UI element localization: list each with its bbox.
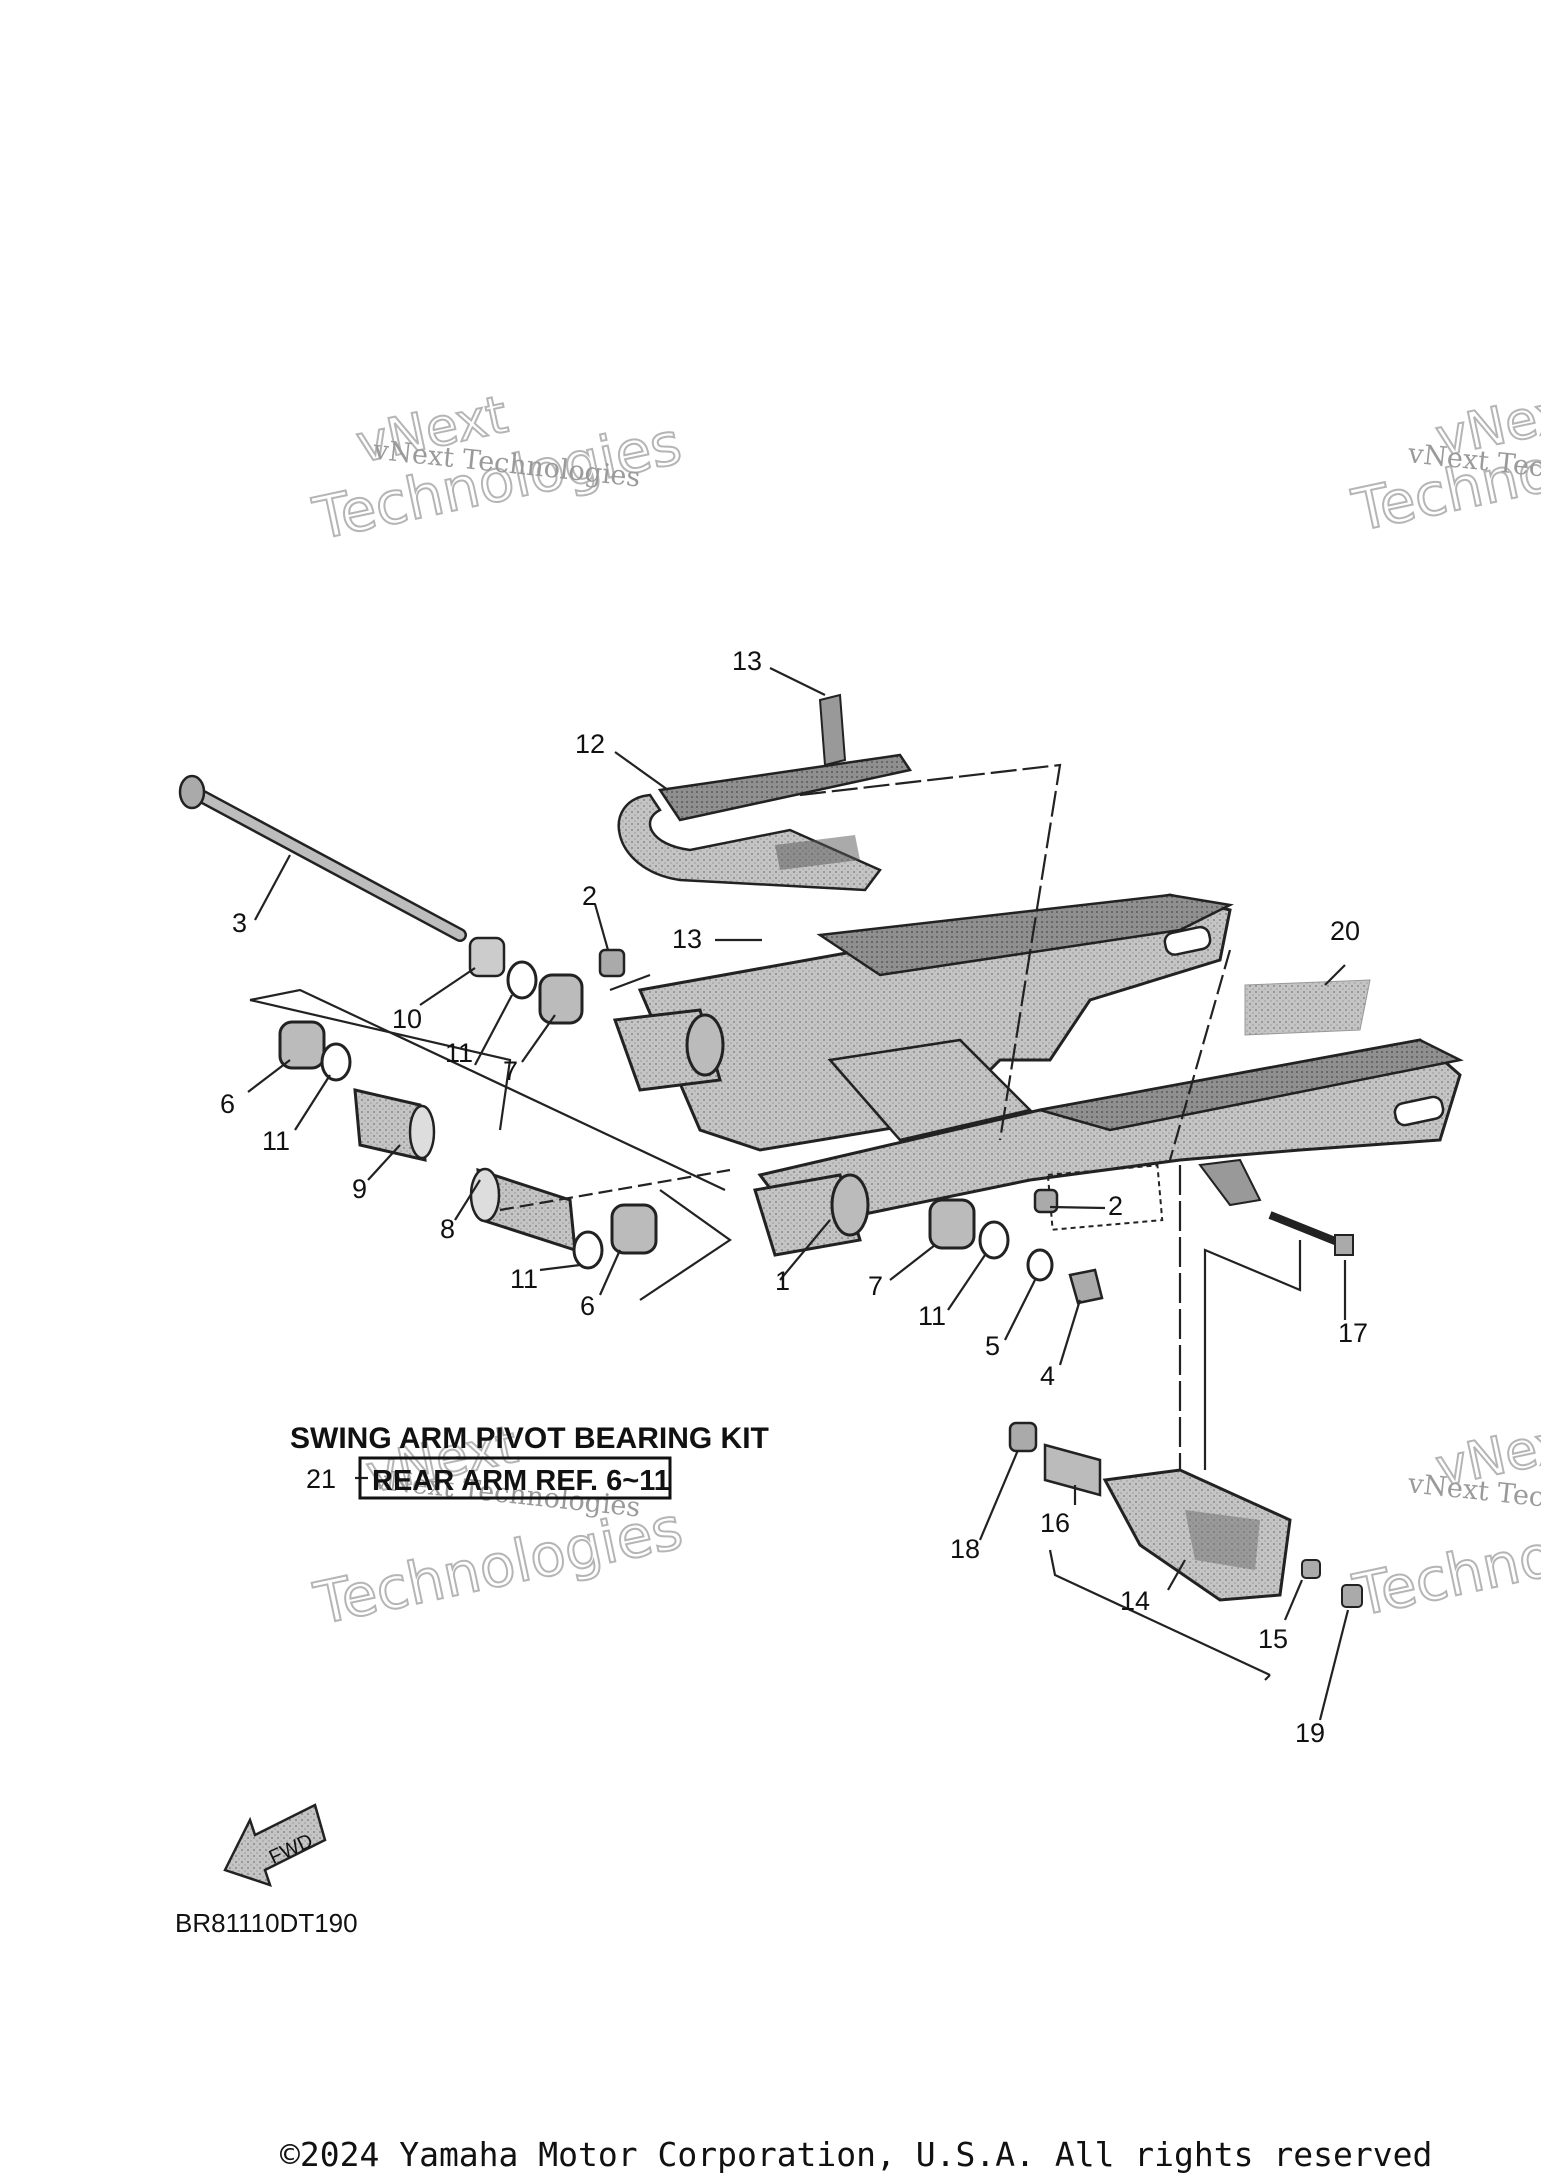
forward-direction-arrow: FWD (223, 1803, 327, 1887)
callout-12: 12 (575, 729, 605, 759)
callout-16: 16 (1040, 1508, 1070, 1538)
callout-19: 19 (1295, 1718, 1325, 1748)
callout-17: 17 (1338, 1318, 1368, 1348)
pivot-bearing-parts (278, 936, 1354, 1305)
watermark-mid-right: vNext Technologies vNext Technologies (1347, 1408, 1541, 1631)
callout-6: 6 (220, 1089, 235, 1119)
callout-8: 8 (440, 1214, 455, 1244)
chain-guide (617, 693, 913, 892)
kit-ref-box (358, 1456, 672, 1500)
callout-9: 9 (352, 1174, 367, 1204)
callout-6: 6 (580, 1291, 595, 1321)
label-sticker (1244, 979, 1371, 1036)
callout-4: 4 (1040, 1361, 1055, 1391)
callout-11: 11 (262, 1126, 290, 1156)
kit-ref-text: REAR ARM REF. 6~11 (372, 1465, 670, 1497)
pivot-shaft (178, 774, 467, 942)
kit-ref-number: 21 (306, 1464, 336, 1494)
callout-13: 13 (672, 924, 702, 954)
watermark-top-left: vNext Technologies vNext Technologies (306, 384, 688, 554)
callout-10: 10 (392, 1004, 422, 1034)
callout-1: 1 (775, 1266, 790, 1296)
copyright-notice: ©2024 Yamaha Motor Corporation, U.S.A. A… (280, 2135, 1433, 2173)
diagram-code: BR81110DT190 (175, 1908, 358, 1938)
callout-14: 14 (1120, 1586, 1150, 1616)
callout-2: 2 (582, 881, 597, 911)
assembly-guide-lines (249, 763, 1302, 1470)
kit-title: SWING ARM PIVOT BEARING KIT (290, 1422, 769, 1455)
callout-11: 11 (445, 1038, 473, 1068)
callout-11: 11 (510, 1264, 538, 1294)
callout-13: 13 (732, 646, 762, 676)
callout-15: 15 (1258, 1624, 1288, 1654)
bearing-kit-reference: SWING ARM PIVOT BEARING KIT 21 REAR ARM … (290, 1422, 769, 1500)
callout-numbers: 1 2 2 3 4 5 6 6 7 7 8 9 10 11 11 11 11 1… (220, 646, 1368, 1748)
callout-3: 3 (232, 908, 247, 938)
callout-18: 18 (950, 1534, 980, 1564)
callout-11: 11 (918, 1301, 946, 1331)
watermark-top-right: vNext Technologies vNext Technologies (1346, 378, 1541, 546)
callout-2: 2 (1108, 1191, 1123, 1221)
callout-7: 7 (503, 1056, 518, 1086)
chain-puller-assembly (1008, 1421, 1363, 1608)
callout-7: 7 (868, 1271, 883, 1301)
swing-arm (612, 893, 1464, 1257)
callout-5: 5 (985, 1331, 1000, 1361)
callout-leaders (247, 667, 1350, 1721)
callout-20: 20 (1330, 916, 1360, 946)
